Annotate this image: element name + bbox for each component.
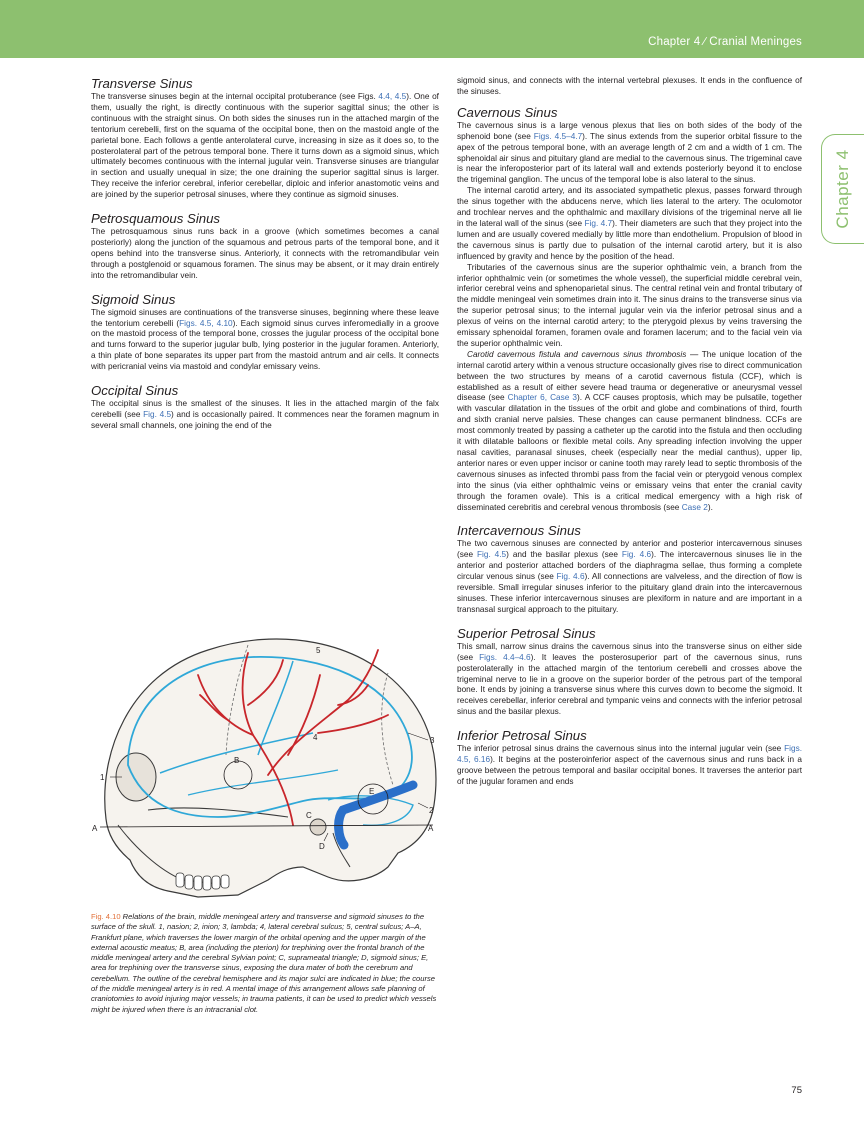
label-c: C (306, 811, 312, 820)
figure-link[interactable]: Fig. 4.5 (476, 550, 507, 560)
section-superior-petrosal-sinus: Superior Petrosal Sinus This small, narr… (457, 626, 802, 718)
label-a-left: A (92, 824, 98, 833)
figure-link[interactable]: Fig. 4.5 (143, 409, 172, 419)
paragraph: The inferior petrosal sinus drains the c… (457, 744, 802, 786)
section-heading: Sigmoid Sinus (91, 291, 176, 307)
section-cavernous-sinus: Cavernous Sinus The cavernous sinus is a… (457, 105, 802, 514)
section-heading: Cavernous Sinus (457, 104, 558, 120)
section-occipital-sinus: Occipital Sinus The occipital sinus is t… (91, 383, 439, 432)
label-4: 4 (313, 733, 318, 742)
figure-link[interactable]: 4.4, 4.5 (378, 92, 407, 101)
section-heading: Transverse Sinus (91, 76, 193, 91)
temporal-sulcus (187, 769, 339, 796)
inline-subheading: Carotid cavernous fistula and cavernous … (467, 349, 699, 359)
paragraph: Tributaries of the cavernous sinus are t… (457, 262, 802, 348)
figure-link[interactable]: Figs. 4.5–4.7 (533, 131, 583, 141)
figure-link[interactable]: Figs. 4.5, 4.10 (179, 318, 233, 328)
skull-outline (104, 638, 437, 898)
brain-outline (127, 656, 413, 818)
lateral-cerebral-sulcus (159, 732, 314, 774)
paragraph: sigmoid sinus, and connects with the int… (457, 76, 802, 96)
label-a-right: A (428, 824, 434, 833)
label-1: 1 (100, 773, 105, 782)
figure-link[interactable]: Fig. 4.6 (621, 550, 652, 560)
zygomatic-arch (147, 807, 289, 818)
figure-link[interactable]: Figs. 4.5, 6.16 (457, 744, 802, 765)
chapter-tab: Chapter 4 (821, 134, 864, 244)
left-column: Transverse Sinus The transverse sinuses … (91, 76, 439, 442)
cerebellum-outline (327, 795, 414, 827)
paragraph: The cavernous sinus is a large venous pl… (457, 120, 802, 185)
mastoid-process (332, 832, 351, 868)
paragraph: The petrosquamous sinus runs back in a g… (91, 227, 439, 280)
paragraph: The transverse sinuses begin at the inte… (91, 92, 439, 200)
chapter-link[interactable]: Chapter 6, Case 3 (507, 393, 578, 403)
section-transverse-sinus: Transverse Sinus The transverse sinuses … (91, 76, 439, 201)
frankfurt-plane (99, 824, 434, 828)
paragraph: This small, narrow sinus drains the cave… (457, 641, 802, 717)
paragraph: The occipital sinus is the smallest of t… (91, 399, 440, 430)
leader-2 (417, 802, 429, 809)
coronal-suture (225, 644, 249, 756)
label-d: D (319, 842, 325, 851)
trephine-area-e (357, 783, 389, 815)
figure-caption: Fig. 4.10 Relations of the brain, middle… (91, 912, 441, 1015)
section-heading: Intercavernous Sinus (457, 523, 581, 539)
section-inferior-petrosal-sinus: Inferior Petrosal Sinus The inferior pet… (457, 728, 802, 788)
figure-link[interactable]: Figs. 4.4–4.6 (479, 652, 531, 662)
page-number: 75 (791, 1085, 802, 1096)
label-3: 3 (430, 736, 435, 745)
leader-3 (407, 732, 429, 741)
running-head: Chapter 4 ∕ Cranial Meninges (648, 36, 802, 48)
section-heading: Petrosquamous Sinus (91, 211, 221, 227)
section-heading: Superior Petrosal Sinus (457, 625, 596, 641)
header-band (0, 0, 864, 58)
external-acoustic-meatus (309, 818, 327, 836)
chapter-tab-label: Chapter 4 (833, 149, 852, 229)
lambdoid-suture (381, 672, 394, 786)
caption-text: Relations of the brain, middle meningeal… (91, 912, 437, 1014)
trephine-area-b (223, 760, 253, 790)
transverse-sigmoid-sinus (334, 780, 418, 850)
leader-d (323, 832, 329, 842)
section-intercavernous-sinus: Intercavernous Sinus The two cavernous s… (457, 523, 802, 615)
skull-brain-figure: 1 2 3 4 5 A A B C D E (92, 638, 437, 898)
paragraph: Carotid cavernous fistula and cavernous … (457, 349, 802, 512)
occipital-continuation: sigmoid sinus, and connects with the int… (457, 76, 802, 98)
figure-link[interactable]: Fig. 4.7 (584, 218, 613, 228)
label-5: 5 (316, 646, 321, 655)
section-heading: Inferior Petrosal Sinus (457, 728, 587, 744)
figure-link[interactable]: Fig. 4.6 (556, 572, 585, 582)
case-link[interactable]: Case 2 (681, 502, 708, 512)
label-e: E (369, 787, 374, 796)
label-b: B (234, 756, 239, 765)
figure-number: Fig. 4.10 (91, 912, 121, 921)
paragraph: The two cavernous sinuses are connected … (457, 539, 803, 614)
section-petrosquamous-sinus: Petrosquamous Sinus The petrosquamous si… (91, 211, 439, 282)
label-2: 2 (429, 806, 434, 815)
paragraph: The internal carotid artery, and its ass… (457, 186, 802, 261)
right-column: sigmoid sinus, and connects with the int… (457, 76, 802, 798)
section-sigmoid-sinus: Sigmoid Sinus The sigmoid sinuses are co… (91, 292, 439, 373)
section-heading: Occipital Sinus (91, 383, 179, 399)
paragraph: The sigmoid sinuses are continuations of… (91, 307, 439, 372)
central-sulcus (257, 660, 294, 756)
middle-meningeal-artery (197, 649, 389, 826)
teeth (175, 872, 230, 891)
